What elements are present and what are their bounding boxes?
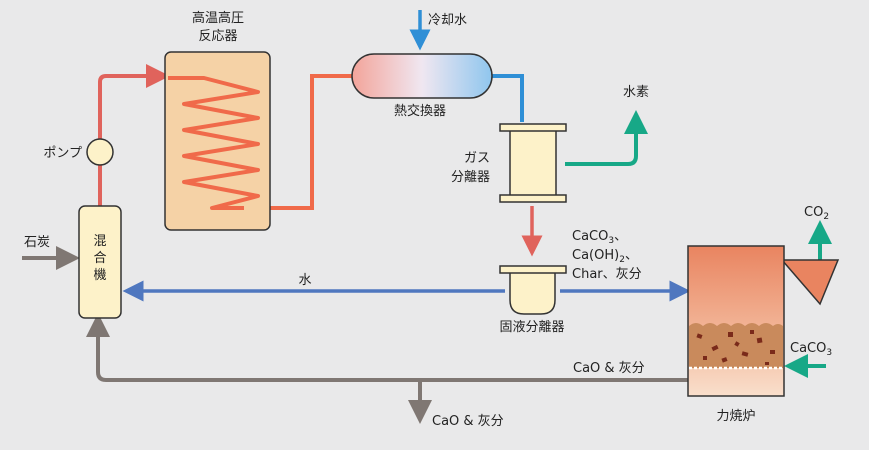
mixer <box>78 205 122 319</box>
gas-separator <box>499 123 567 203</box>
hydrogen-label: 水素 <box>623 85 649 100</box>
coolant-label: 冷却水 <box>428 13 467 28</box>
co2-label: CO2 <box>804 205 829 222</box>
heat-exchanger <box>351 53 493 99</box>
coal-label: 石炭 <box>24 235 50 250</box>
calciner-label: 力焼炉 <box>716 409 755 424</box>
cao-return-line <box>86 313 688 382</box>
reactor <box>164 51 271 231</box>
pump-label: ポンプ <box>43 146 82 161</box>
heat-exchanger-label: 熱交換器 <box>394 103 446 119</box>
cao-ash-return-label: CaO & 灰分 <box>573 361 645 376</box>
solid-liquid-separator <box>499 265 567 315</box>
reactor-label-1: 高温高圧 <box>192 10 244 26</box>
cao-ash-out-label: CaO & 灰分 <box>432 414 504 429</box>
water-label: 水 <box>298 273 311 288</box>
pipe-pump-to-reactor <box>98 64 170 140</box>
gas-separator-label-1: ガス <box>464 151 490 166</box>
mixer-label-1: 混 <box>93 234 106 249</box>
gas-separator-label-2: 分離器 <box>451 170 490 185</box>
mixer-label-2: 合 <box>93 251 106 266</box>
pump <box>86 138 114 166</box>
pipe-hx-to-separator <box>490 74 524 122</box>
hydrogen-line <box>565 110 648 166</box>
calciner <box>687 245 840 397</box>
caco3-in-label: CaCO3 <box>790 341 832 358</box>
mixer-label-3: 機 <box>93 268 106 283</box>
solids-stream-line-1: CaCO3、 <box>572 229 627 246</box>
heating-coil <box>168 76 260 210</box>
calciner-particles <box>696 330 775 365</box>
solids-stream-line-3: Char、灰分 <box>572 267 642 282</box>
pipe-reactor-to-hx <box>244 74 355 210</box>
reactor-label-2: 反応器 <box>198 29 237 44</box>
solids-stream-line-2: Ca(OH)2、 <box>572 248 638 265</box>
solid-liquid-separator-label: 固液分離器 <box>499 320 564 335</box>
